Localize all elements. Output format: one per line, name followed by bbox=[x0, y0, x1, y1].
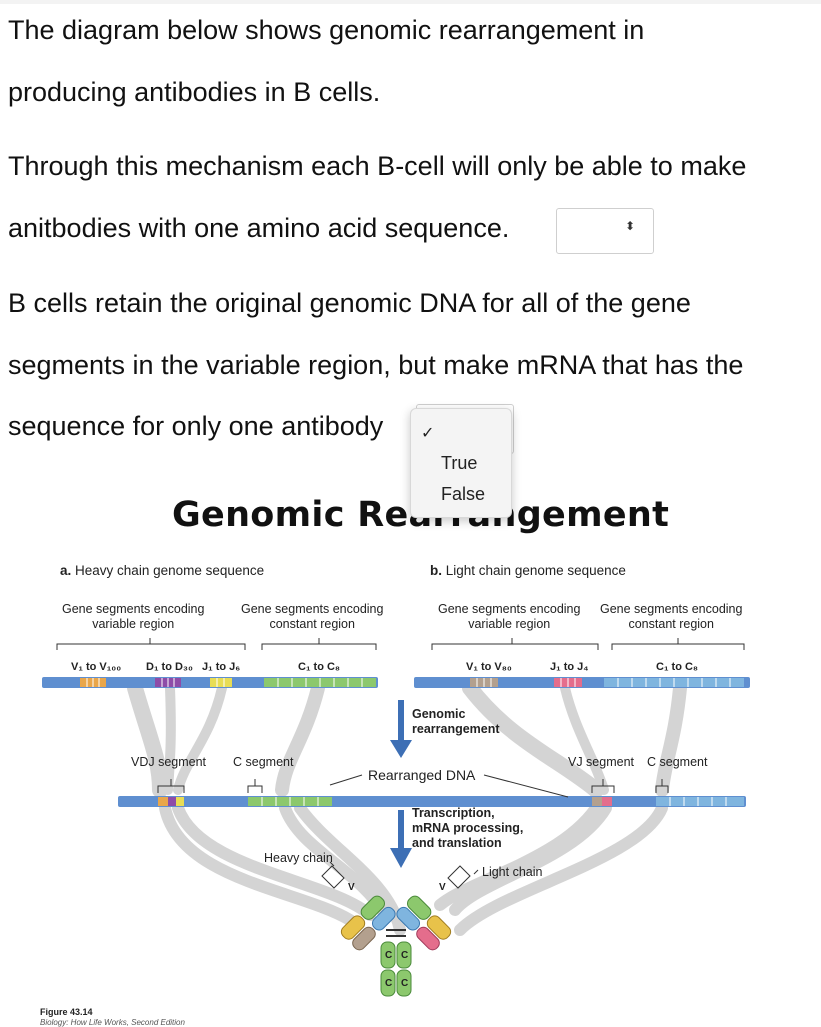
light-chain-prefix: b. bbox=[430, 563, 442, 578]
stem-c-letter-2: C bbox=[401, 950, 409, 961]
light-c-range: C₁ to C₈ bbox=[656, 661, 699, 673]
transcription-label: Transcription, mRNA processing, and tran… bbox=[412, 806, 524, 850]
heavy-d-range: D₁ to D₃₀ bbox=[146, 661, 193, 673]
stem-c-letter-1: C bbox=[385, 950, 393, 961]
light-v-range: V₁ to V₈₀ bbox=[466, 661, 512, 673]
figure-number: Figure 43.14 bbox=[40, 1007, 93, 1017]
heavy-c-segment-label: C segment bbox=[233, 755, 294, 769]
statement-2-line-1: B cells retain the original genomic DNA … bbox=[8, 288, 691, 318]
rearranged-dna-label: Rearranged DNA bbox=[368, 767, 476, 783]
heavy-chain-title: a. Heavy chain genome sequence bbox=[60, 563, 264, 578]
heavy-chain-label: Heavy chain bbox=[264, 851, 333, 865]
true-false-dropdown[interactable]: ✓ True False bbox=[410, 408, 512, 518]
light-chain-title: b. Light chain genome sequence bbox=[430, 563, 626, 578]
statement-1-select[interactable]: ⬍ bbox=[556, 208, 654, 254]
statement-1-line-2: anitbodies with one amino acid sequence. bbox=[8, 213, 510, 243]
top-bar bbox=[0, 0, 821, 4]
light-chain-label: Light chain bbox=[482, 865, 543, 879]
statement-2-line-2: segments in the variable region, but mak… bbox=[8, 350, 744, 380]
statement-1-line-1: Through this mechanism each B-cell will … bbox=[8, 151, 747, 181]
stem-c-letter-3: C bbox=[385, 978, 393, 989]
select-arrows-icon: ⬍ bbox=[624, 219, 635, 233]
heavy-constant-label: Gene segments encoding constant region bbox=[241, 602, 384, 631]
light-constant-label: Gene segments encoding constant region bbox=[600, 602, 743, 631]
heavy-v-letter: V bbox=[348, 882, 355, 893]
genomic-rearrangement-label: Genomic rearrangement bbox=[412, 707, 500, 736]
heavy-v-range: V₁ to V₁₀₀ bbox=[71, 661, 122, 673]
light-v-letter: V bbox=[439, 882, 446, 893]
light-c-segment-label: C segment bbox=[647, 755, 708, 769]
statement-2-line-3: sequence for only one antibody bbox=[8, 411, 384, 441]
heavy-chain-title-text: Heavy chain genome sequence bbox=[75, 563, 265, 578]
genomic-rearrangement-figure bbox=[42, 638, 750, 997]
checkmark-icon: ✓ bbox=[421, 425, 435, 442]
vj-segment-label: VJ segment bbox=[568, 755, 635, 769]
antibody-drawing bbox=[321, 861, 479, 997]
heavy-variable-label: Gene segments encoding variable region bbox=[62, 602, 205, 631]
heavy-c-range: C₁ to C₈ bbox=[298, 661, 341, 673]
light-variable-label: Gene segments encoding variable region bbox=[438, 602, 581, 631]
question-line-1: The diagram below shows genomic rearrang… bbox=[8, 15, 645, 45]
heavy-chain-prefix: a. bbox=[60, 563, 72, 578]
figure-source: Biology: How Life Works, Second Edition bbox=[40, 1018, 185, 1027]
stem-c-letter-4: C bbox=[401, 978, 409, 989]
option-false[interactable]: False bbox=[441, 484, 486, 504]
light-chain-title-text: Light chain genome sequence bbox=[445, 563, 626, 578]
light-j-range: J₁ to J₄ bbox=[550, 661, 589, 673]
vdj-segment-label: VDJ segment bbox=[131, 755, 207, 769]
heavy-j-range: J₁ to J₆ bbox=[202, 661, 241, 673]
option-true[interactable]: True bbox=[441, 453, 478, 473]
question-line-2: producing antibodies in B cells. bbox=[8, 77, 381, 107]
